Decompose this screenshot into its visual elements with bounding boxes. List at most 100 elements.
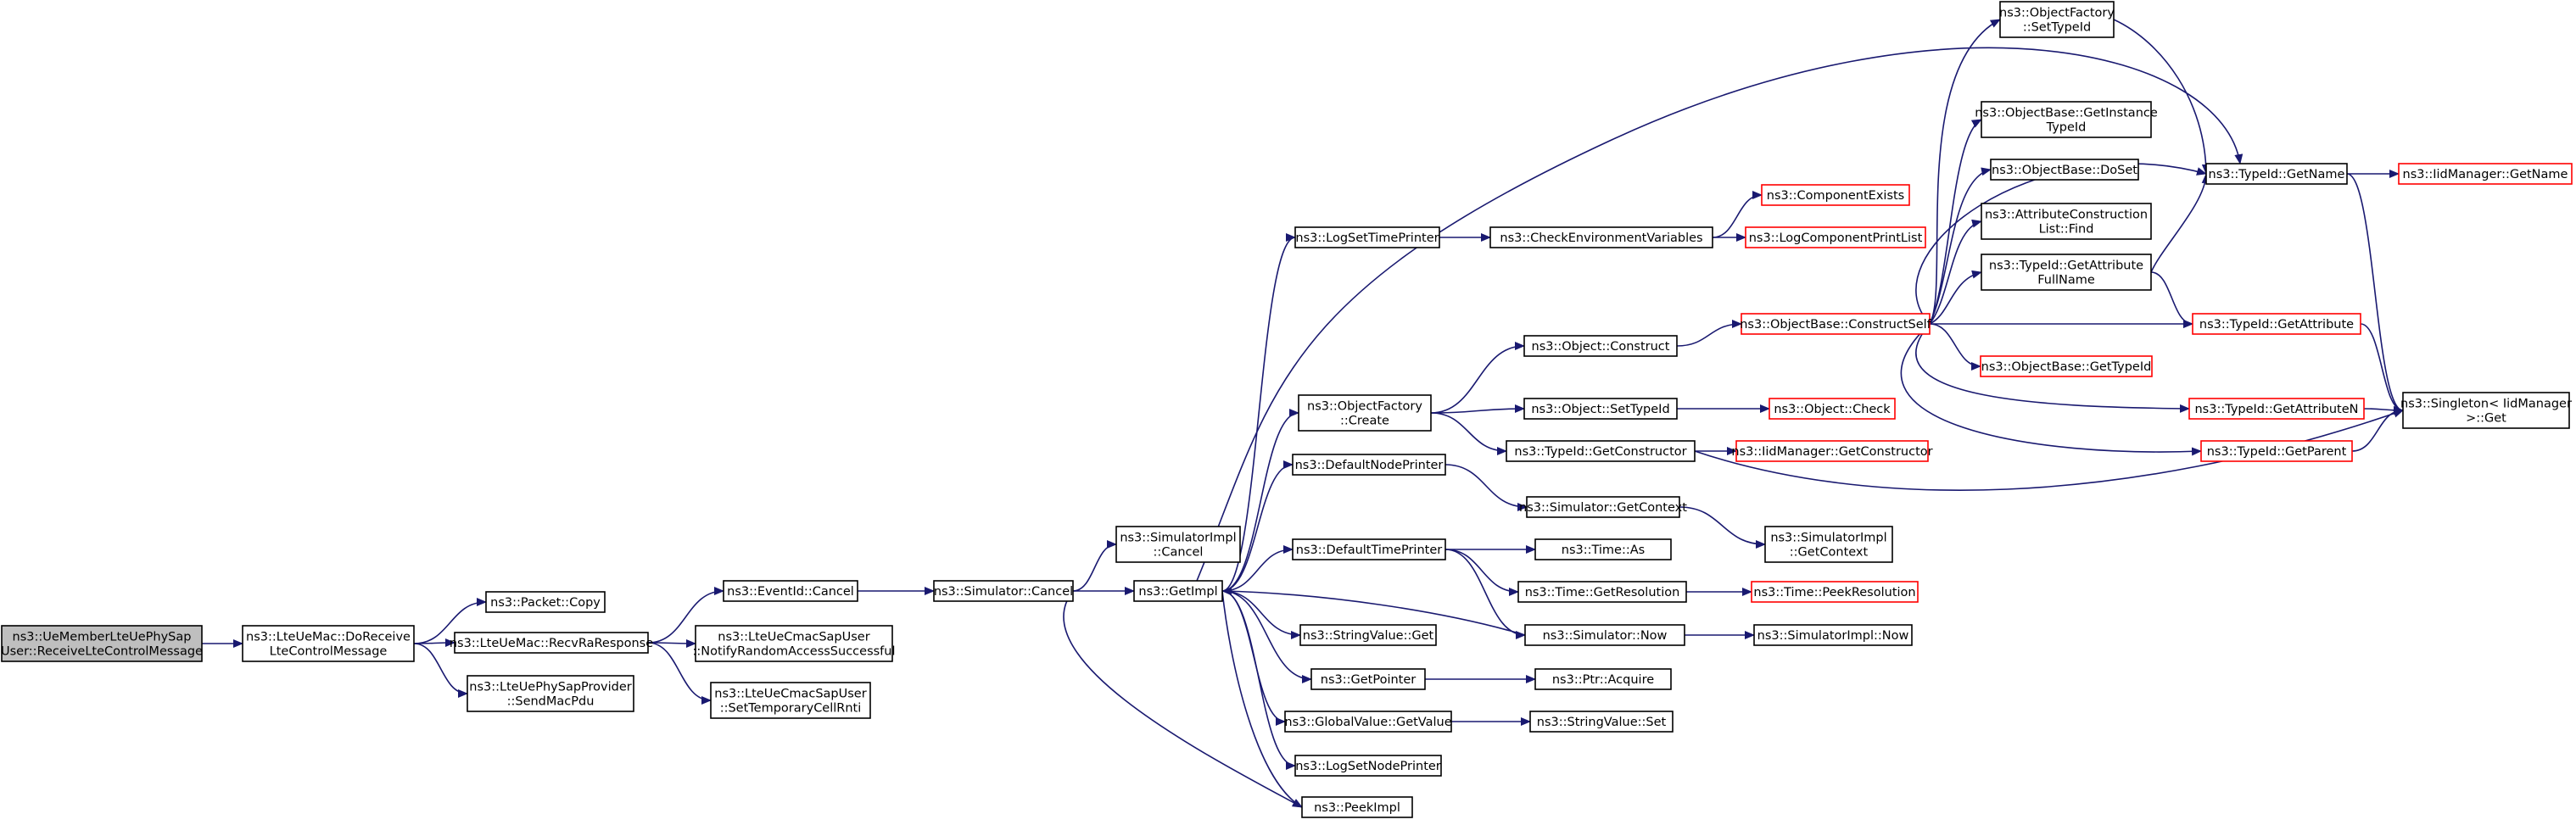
node-n44[interactable]: ns3::TypeId::GetName — [2205, 163, 2348, 185]
edge-n32-n42 — [1929, 270, 1982, 325]
node-n38[interactable]: ns3::ObjectFactory::SetTypeId — [1999, 1, 2115, 38]
node-n29[interactable]: ns3::StringValue::Set — [1529, 711, 1674, 733]
edge-n46-n49 — [2363, 405, 2404, 415]
node-box — [2402, 392, 2570, 429]
node-n37[interactable]: ns3::SimulatorImpl::Now — [1753, 624, 1913, 646]
node-n49[interactable]: ns3::Singleton< IidManager >::Get — [2400, 392, 2572, 429]
node-n1[interactable]: ns3::LteUeMac::DoReceiveLteControlMessag… — [242, 625, 415, 662]
node-label: ns3::Object::SetTypeId — [1531, 403, 1669, 416]
node-box — [723, 580, 858, 602]
node-n19[interactable]: ns3::LogSetNodePrinter — [1294, 755, 1442, 777]
node-n45[interactable]: ns3::TypeId::GetAttribute — [2192, 313, 2361, 335]
node-label: ns3::TypeId::GetAttribute — [2199, 318, 2354, 332]
node-n25[interactable]: ns3::Time::As — [1534, 538, 1672, 560]
node-n31[interactable]: ns3::LogComponentPrintList — [1745, 226, 1926, 248]
edge-n3-n7 — [647, 642, 712, 705]
node-box — [1115, 526, 1241, 563]
node-label: ns3::DefaultNodePrinter — [1295, 459, 1444, 472]
node-n6[interactable]: ns3::LteUeCmacSapUser::NotifyRandomAcces… — [693, 625, 896, 662]
node-n36[interactable]: ns3::Time::PeekResolution — [1751, 581, 1919, 603]
node-n32[interactable]: ns3::ObjectBase::ConstructSelf — [1740, 313, 1932, 335]
node-n24[interactable]: ns3::Simulator::GetContext — [1519, 496, 1687, 518]
node-box — [1310, 668, 1426, 690]
edge-n15-n26 — [1444, 549, 1519, 596]
node-n30[interactable]: ns3::ComponentExists — [1761, 184, 1910, 206]
node-n33[interactable]: ns3::Object::Check — [1769, 398, 1896, 420]
node-label: ns3::LteUeMac::RecvRaResponse — [450, 637, 653, 650]
node-box — [1753, 624, 1913, 646]
node-n10[interactable]: ns3::GetImpl — [1133, 580, 1223, 602]
node-n5[interactable]: ns3::EventId::Cancel — [723, 580, 858, 602]
node-label: ns3::GetPointer — [1321, 673, 1417, 687]
edge-n1-n4 — [413, 643, 468, 698]
node-label: ns3::UeMemberLteUePhySap — [13, 631, 192, 644]
edge-n32-n38 — [1929, 19, 2001, 325]
node-n46[interactable]: ns3::TypeId::GetAttributeN — [2188, 398, 2365, 420]
node-box — [2398, 163, 2573, 185]
node-n17[interactable]: ns3::GetPointer — [1310, 668, 1426, 690]
node-box — [1741, 313, 1931, 335]
node-n27[interactable]: ns3::Simulator::Now — [1524, 624, 1685, 646]
node-label: ns3::Simulator::Cancel — [934, 585, 1073, 599]
node-n28[interactable]: ns3::Ptr::Acquire — [1534, 668, 1672, 690]
node-label: ns3::LteUeCmacSapUser — [714, 688, 866, 701]
node-label: ns3::SimulatorImpl — [1770, 532, 1886, 545]
edge-n38-n44 — [2113, 19, 2210, 175]
node-box — [1534, 538, 1672, 560]
node-box — [1751, 581, 1919, 603]
node-n11[interactable]: ns3::PeekImpl — [1301, 796, 1413, 818]
node-label: ns3::LteUeMac::DoReceive — [246, 631, 411, 644]
node-n26[interactable]: ns3::Time::GetResolution — [1517, 581, 1687, 603]
node-box — [710, 682, 871, 719]
node-label: TypeId — [2046, 121, 2087, 135]
node-n43[interactable]: ns3::ObjectBase::GetTypeId — [1980, 355, 2153, 377]
node-n34[interactable]: ns3::IidManager::GetConstructor — [1731, 440, 1933, 462]
node-n8[interactable]: ns3::Simulator::Cancel — [933, 580, 1074, 602]
node-n22[interactable]: ns3::Object::SetTypeId — [1523, 398, 1678, 420]
node-label: ns3::Object::Construct — [1532, 340, 1670, 354]
node-n40[interactable]: ns3::ObjectBase::DoSet — [1990, 159, 2139, 181]
node-n14[interactable]: ns3::DefaultNodePrinter — [1292, 454, 1446, 476]
node-box — [1999, 1, 2115, 38]
node-n9[interactable]: ns3::SimulatorImpl::Cancel — [1115, 526, 1241, 563]
node-label: ns3::GetImpl — [1138, 585, 1217, 599]
node-n18[interactable]: ns3::GlobalValue::GetValue — [1284, 711, 1452, 733]
node-n48[interactable]: ns3::IidManager::GetName — [2398, 163, 2573, 185]
node-n16[interactable]: ns3::StringValue::Get — [1299, 624, 1437, 646]
node-n4[interactable]: ns3::LteUePhySapProvider::SendMacPdu — [467, 675, 634, 712]
node-label: ns3::SimulatorImpl::Now — [1757, 629, 1909, 643]
node-n35[interactable]: ns3::SimulatorImpl::GetContext — [1764, 526, 1893, 563]
node-n20[interactable]: ns3::CheckEnvironmentVariables — [1489, 226, 1713, 248]
node-n13[interactable]: ns3::ObjectFactory::Create — [1298, 394, 1432, 432]
edge-n10-n11 — [1221, 590, 1303, 808]
node-n7[interactable]: ns3::LteUeCmacSapUser::SetTemporaryCellR… — [710, 682, 871, 719]
node-label: ns3::Simulator::Now — [1543, 629, 1668, 643]
node-n21[interactable]: ns3::Object::Construct — [1523, 335, 1678, 357]
edge-n10-n12 — [1221, 233, 1296, 592]
node-n15[interactable]: ns3::DefaultTimePrinter — [1292, 538, 1446, 560]
edge-n10-n14 — [1221, 460, 1294, 592]
node-n12[interactable]: ns3::LogSetTimePrinter — [1294, 226, 1440, 248]
node-label: LteControlMessage — [270, 645, 388, 659]
node-box — [1524, 624, 1685, 646]
edge-n42-n45 — [2150, 271, 2193, 328]
node-label: ::Create — [1340, 415, 1389, 428]
edge-n45-n49 — [2360, 323, 2404, 415]
node-n3[interactable]: ns3::LteUeMac::RecvRaResponse — [450, 632, 653, 654]
edge-n14-n24 — [1444, 464, 1528, 511]
node-box — [1735, 440, 1929, 462]
node-label: ns3::Time::PeekResolution — [1753, 586, 1915, 599]
node-box — [1769, 398, 1896, 420]
node-n47[interactable]: ns3::TypeId::GetParent — [2200, 440, 2353, 462]
node-label: ns3::TypeId::GetAttributeN — [2194, 403, 2358, 416]
edge-n32-n47 — [1900, 323, 2202, 456]
node-label: ns3::LteUePhySapProvider — [469, 681, 632, 694]
node-label: ns3::TypeId::GetName — [2209, 168, 2345, 181]
edge-n1-n2 — [413, 598, 487, 644]
node-n2[interactable]: ns3::Packet::Copy — [485, 591, 606, 613]
node-n23[interactable]: ns3::TypeId::GetConstructor — [1506, 440, 1696, 462]
